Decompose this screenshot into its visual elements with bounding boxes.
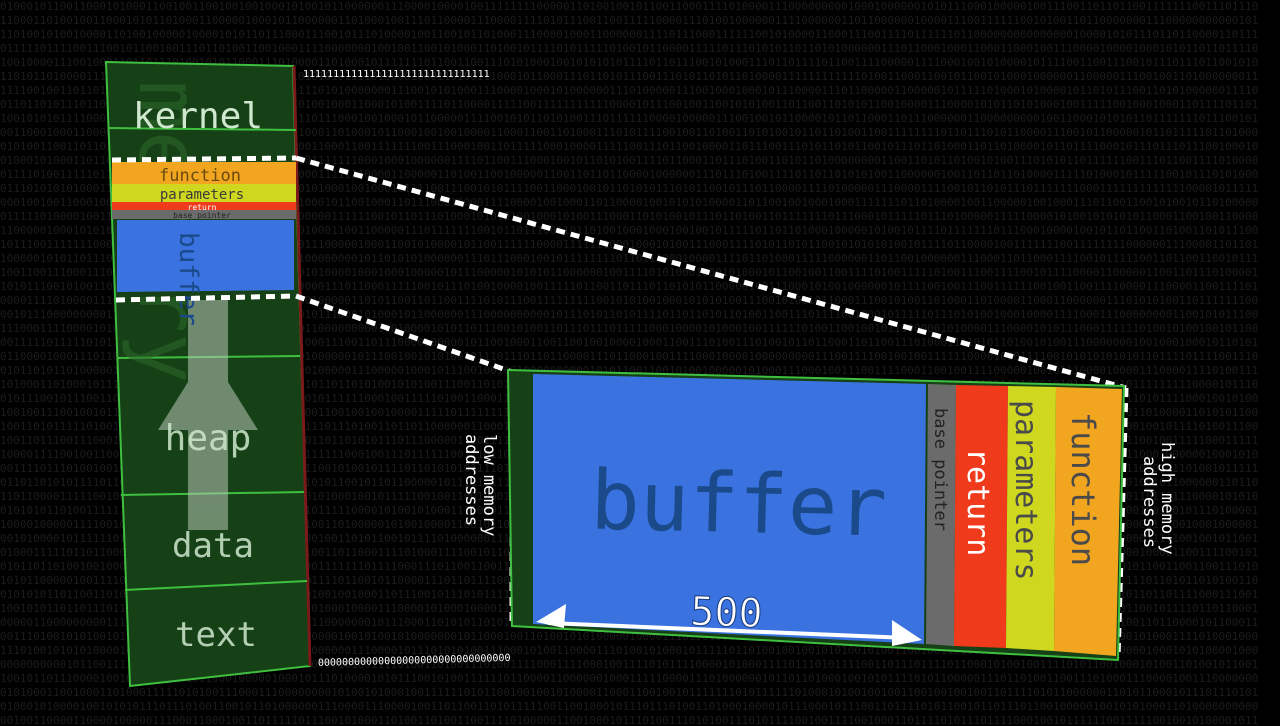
high-address-bits: 1111111111111111111111111111111: [303, 69, 490, 80]
low-memory-label-line2: addresses: [461, 434, 481, 526]
mini-buffer-label: buffer: [173, 232, 203, 326]
mini-return-cell: [112, 202, 296, 210]
memory-column: memory kernel function parameters return…: [104, 60, 511, 688]
segment-divider: [124, 580, 308, 591]
function-cell: [1054, 387, 1122, 656]
buffer-label: buffer: [589, 453, 887, 555]
high-memory-label-line1: high memory: [1157, 442, 1177, 555]
mini-return-label: return: [188, 203, 217, 212]
parameters-label: parameters: [1008, 400, 1043, 581]
left-arrowhead-icon: [536, 604, 566, 628]
function-label: function: [1064, 412, 1102, 566]
zoom-line-top-diagonal: [295, 155, 1127, 391]
return-label: return: [960, 448, 995, 556]
mini-parameters-cell: [112, 184, 296, 202]
low-address-bits: 00000000000000000000000000000000: [318, 653, 511, 669]
return-cell: [954, 385, 1008, 648]
text-label: text: [175, 615, 257, 655]
mini-buffer-cell: [117, 220, 294, 292]
kernel-label: kernel: [133, 96, 263, 137]
low-memory-label-line1: low memory: [479, 434, 499, 536]
memory-column-edge: [292, 65, 312, 667]
high-memory-label-line2: addresses: [1139, 456, 1159, 548]
zoom-line-bottom: [115, 293, 297, 303]
segment-divider: [107, 127, 297, 131]
zoom-line-top: [111, 155, 297, 163]
buffer-size-label: 500: [690, 589, 764, 637]
right-arrowhead-icon: [892, 620, 922, 646]
base-pointer-label: base pointer: [930, 408, 950, 531]
stack-detail: buffer 500 base pointer return parameter…: [461, 368, 1177, 662]
mini-function-cell: [112, 162, 296, 184]
mini-base-pointer-cell: [112, 210, 296, 219]
zoom-line-bottom-diagonal: [295, 293, 513, 375]
heap-label: heap: [165, 418, 252, 459]
buffer-size-indicator: 500: [536, 588, 922, 646]
base-pointer-cell: [926, 384, 956, 646]
buffer-cell: [533, 374, 926, 644]
mini-function-label: function: [159, 166, 241, 186]
data-label: data: [172, 526, 254, 566]
parameters-cell: [1006, 386, 1056, 651]
mini-base-pointer-label: base pointer: [173, 211, 231, 220]
mini-parameters-label: parameters: [160, 187, 244, 203]
